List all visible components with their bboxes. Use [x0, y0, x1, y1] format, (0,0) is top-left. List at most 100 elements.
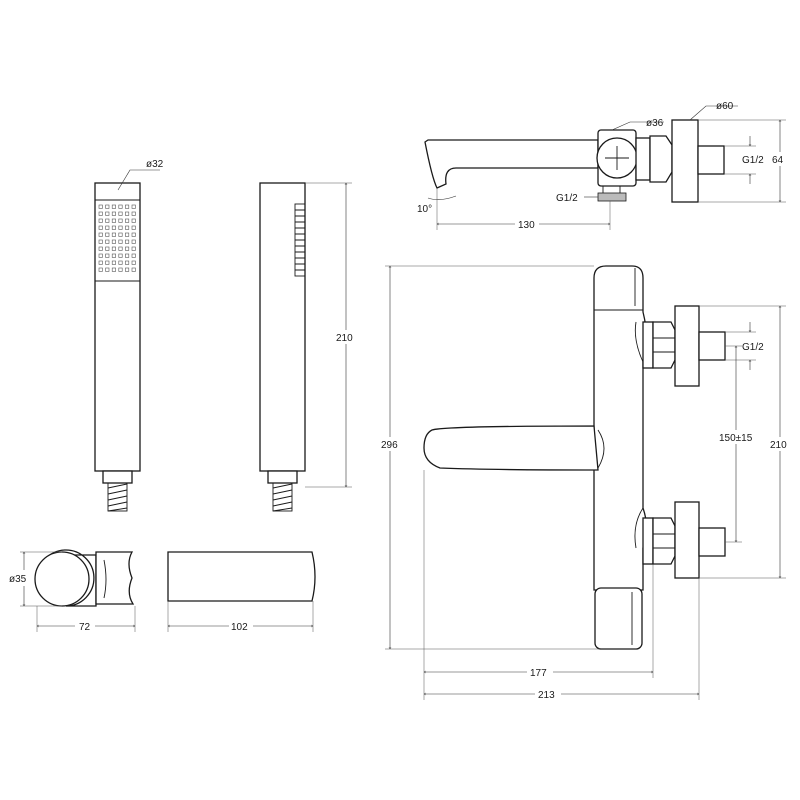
spray-nozzle	[98, 246, 103, 251]
side-height-label: 64	[772, 155, 784, 166]
holder-disc	[34, 551, 90, 607]
spray-nozzle	[131, 225, 136, 230]
spray-nozzle	[131, 260, 136, 265]
spray-nozzle	[131, 267, 136, 272]
holder-diameter-label: ø35	[9, 574, 27, 585]
spray-nozzle	[105, 218, 110, 223]
hand-shower-length-label: 210	[336, 333, 353, 344]
hand-shower-body	[94, 182, 141, 472]
side-hose-connector	[267, 470, 298, 484]
spray-nozzle	[98, 211, 103, 216]
spray-nozzle	[131, 239, 136, 244]
spray-nozzle	[98, 239, 103, 244]
spray-nozzle	[98, 232, 103, 237]
lower-inlet	[698, 527, 726, 557]
spray-nozzle	[125, 246, 130, 251]
spray-nozzle	[98, 225, 103, 230]
spray-nozzle	[105, 204, 110, 209]
lower-nut	[652, 517, 676, 565]
hand-shower-side-view: 210	[259, 182, 360, 512]
spray-nozzle	[118, 204, 123, 209]
spray-nozzle	[131, 246, 136, 251]
spray-nozzle	[111, 239, 116, 244]
hand-shower-diameter-label: ø32	[146, 159, 164, 170]
spray-nozzle	[118, 225, 123, 230]
front-thread-label: G1/2	[742, 342, 764, 353]
spray-nozzle	[131, 232, 136, 237]
spout-angle-label: 10°	[417, 204, 432, 215]
spray-nozzle	[111, 260, 116, 265]
spray-nozzle	[111, 267, 116, 272]
spout-reach-label: 130	[518, 220, 535, 231]
flange-diameter-label: ø60	[716, 101, 734, 112]
spray-nozzle	[105, 253, 110, 258]
holder-depth-label: 72	[79, 622, 91, 633]
spray-nozzle	[111, 246, 116, 251]
upper-inlet	[698, 331, 726, 361]
spray-nozzle	[111, 232, 116, 237]
bottom-handle	[594, 587, 643, 650]
spray-nozzle	[98, 253, 103, 258]
spout-profile	[424, 139, 599, 189]
spray-nozzle	[118, 239, 123, 244]
spray-nozzle	[111, 253, 116, 258]
thermostat-diameter-label: ø36	[646, 118, 664, 129]
wall-holder-views: ø35 72 102	[9, 549, 316, 633]
front-inlet-height-label: 210	[770, 440, 787, 451]
spray-nozzle	[118, 211, 123, 216]
upper-flange	[674, 305, 700, 387]
spray-nozzle	[111, 225, 116, 230]
spray-nozzle	[118, 246, 123, 251]
spray-nozzle	[118, 218, 123, 223]
spray-nozzle	[125, 260, 130, 265]
holder-length-label: 102	[231, 622, 248, 633]
spray-nozzle	[111, 211, 116, 216]
spray-nozzle	[131, 211, 136, 216]
spray-nozzle	[105, 232, 110, 237]
holder-clip	[95, 551, 135, 605]
holder-side-body	[167, 551, 316, 602]
width-inner-label: 177	[530, 668, 547, 679]
spray-nozzle	[131, 204, 136, 209]
hose-stub	[107, 482, 128, 512]
spray-nozzle	[111, 204, 116, 209]
spray-nozzle	[125, 232, 130, 237]
mixer-front-view: 296 G1/2 150±15 210 177 213	[380, 265, 796, 701]
upper-nut	[652, 321, 676, 369]
hand-shower-side-body	[259, 182, 306, 472]
bottom-thread	[597, 192, 627, 202]
spout-lever	[423, 425, 599, 471]
bottom-thread-label: G1/2	[556, 193, 578, 204]
spray-nozzle	[118, 267, 123, 272]
spray-nozzle	[105, 211, 110, 216]
spray-nozzle	[105, 225, 110, 230]
wall-flange	[671, 119, 699, 203]
lower-flange	[674, 501, 700, 579]
spray-nozzle	[118, 232, 123, 237]
spray-nozzle	[125, 253, 130, 258]
hand-shower-front-view: ø32	[94, 159, 164, 512]
spray-nozzle	[125, 218, 130, 223]
mixer-side-view: ø36 ø60 G1/2 64 G1/2 10° 130	[417, 101, 796, 231]
spray-nozzle	[125, 239, 130, 244]
spray-nozzle-grid	[98, 204, 136, 272]
front-height-label: 296	[381, 440, 398, 451]
spray-nozzle	[118, 260, 123, 265]
spray-nozzle	[98, 218, 103, 223]
spray-nozzle	[125, 267, 130, 272]
side-nut-inner	[635, 137, 651, 181]
spray-nozzle	[111, 218, 116, 223]
spray-nozzle	[125, 211, 130, 216]
spray-nozzle	[131, 218, 136, 223]
spray-nozzle	[98, 260, 103, 265]
spray-nozzle	[98, 204, 103, 209]
inlet-pipe	[697, 145, 725, 175]
spray-nozzle	[105, 246, 110, 251]
mixer-body	[593, 265, 648, 591]
side-hose-stub	[272, 482, 293, 512]
spray-nozzle	[98, 267, 103, 272]
spray-nozzle	[105, 267, 110, 272]
spray-nozzle	[131, 253, 136, 258]
